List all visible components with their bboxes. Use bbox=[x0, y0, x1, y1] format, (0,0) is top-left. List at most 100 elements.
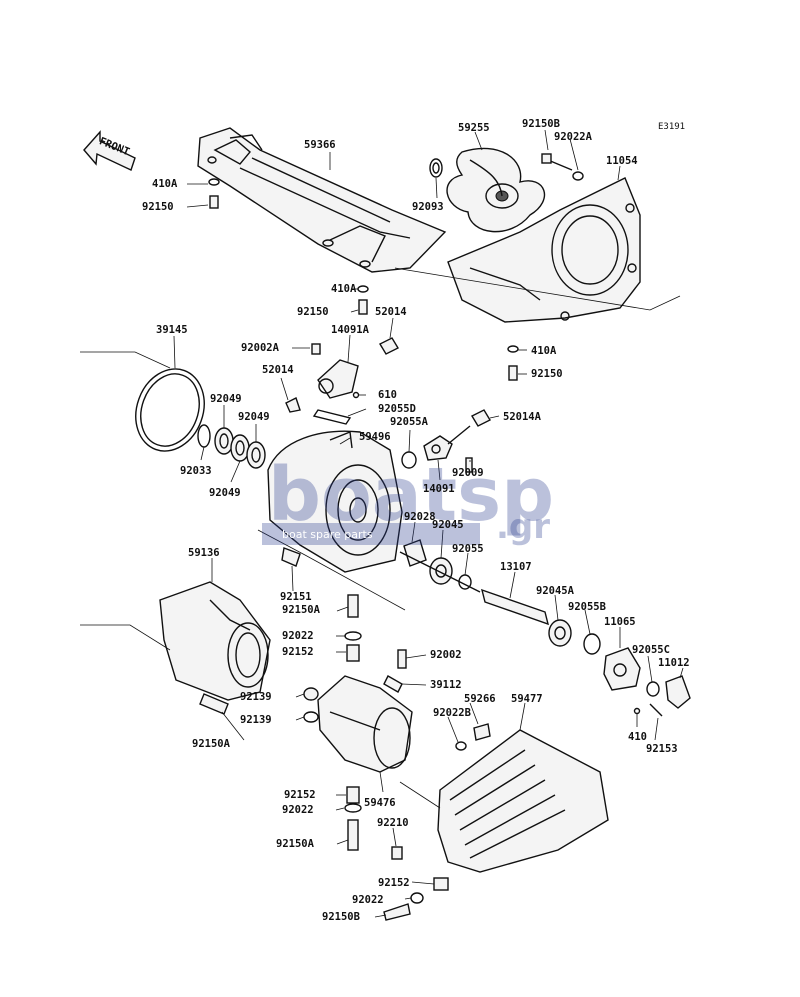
part-label-92152: 92152 bbox=[284, 789, 316, 801]
part-label-92028: 92028 bbox=[404, 511, 436, 523]
part-label-410a: 410A bbox=[331, 283, 357, 295]
part-label-59476: 59476 bbox=[364, 797, 396, 809]
bushing-92139-b bbox=[303, 711, 319, 723]
washer-92022-low bbox=[410, 892, 424, 904]
grease-nipple-52014A bbox=[471, 409, 491, 427]
pump-housing-11054 bbox=[447, 177, 641, 323]
parts-artwork bbox=[80, 127, 691, 921]
collar-92152-low bbox=[433, 877, 449, 891]
bolt-92002 bbox=[397, 649, 407, 669]
bushing-92139-a bbox=[303, 687, 319, 701]
part-label-11012: 11012 bbox=[658, 657, 690, 669]
washer-92022A bbox=[572, 171, 584, 181]
part-label-92033: 92033 bbox=[180, 465, 212, 477]
watermark-sub-text: boat spare parts bbox=[282, 528, 373, 541]
part-label-11054: 11054 bbox=[606, 155, 638, 167]
part-label-410a: 410A bbox=[152, 178, 178, 190]
part-label-92150: 92150 bbox=[531, 368, 563, 380]
part-label-39145: 39145 bbox=[156, 324, 188, 336]
part-label-92049: 92049 bbox=[209, 487, 241, 499]
part-label-59255: 59255 bbox=[458, 122, 490, 134]
steering-nozzle-59476 bbox=[317, 675, 413, 773]
bolt-92150A-bottom bbox=[347, 819, 359, 851]
part-label-14091a: 14091A bbox=[331, 324, 370, 336]
o-ring-610 bbox=[352, 391, 360, 399]
nozzle-59136 bbox=[159, 581, 271, 701]
part-label-92150b: 92150B bbox=[322, 911, 360, 923]
bracket-59266 bbox=[473, 723, 491, 741]
bearing-92045 bbox=[429, 557, 453, 585]
cap-11012 bbox=[665, 675, 691, 709]
leader-lines bbox=[173, 129, 684, 918]
bolt-92150-left bbox=[209, 195, 219, 209]
bolt-92150A-top bbox=[347, 594, 359, 618]
part-label-59477: 59477 bbox=[511, 693, 543, 705]
part-label-92150a: 92150A bbox=[192, 738, 231, 750]
reverse-bucket-59477 bbox=[437, 729, 609, 873]
washer-410A-left bbox=[208, 178, 220, 186]
part-label-92022: 92022 bbox=[282, 630, 314, 642]
part-label-92210: 92210 bbox=[377, 817, 409, 829]
shaft-13107 bbox=[399, 551, 549, 626]
part-label-14091: 14091 bbox=[423, 483, 455, 495]
part-label-92002: 92002 bbox=[430, 649, 462, 661]
pump-base-plate-59366 bbox=[197, 127, 447, 273]
wear-ring-92093 bbox=[429, 158, 443, 178]
fitting-14091 bbox=[423, 425, 471, 461]
washer-410A-right bbox=[507, 345, 519, 353]
part-label-92150b: 92150B bbox=[522, 118, 560, 130]
watermark-suffix-text: .gr bbox=[496, 507, 550, 547]
part-label-92139: 92139 bbox=[240, 691, 272, 703]
cap-11065 bbox=[603, 647, 641, 691]
seal-92033 bbox=[197, 424, 211, 448]
part-label-59266: 59266 bbox=[464, 693, 496, 705]
part-label-610: 610 bbox=[378, 389, 397, 401]
part-label-92045: 92045 bbox=[432, 519, 464, 531]
bearing-92049-c bbox=[246, 441, 266, 469]
washer-92022-mid bbox=[344, 803, 362, 813]
washer-92022-top bbox=[344, 631, 362, 641]
bolt-92151 bbox=[281, 547, 301, 567]
screw-92153 bbox=[649, 703, 663, 717]
part-label-52014: 52014 bbox=[375, 306, 407, 318]
part-label-92139: 92139 bbox=[240, 714, 272, 726]
part-label-52014: 52014 bbox=[262, 364, 294, 376]
part-label-92150: 92150 bbox=[297, 306, 329, 318]
part-label-92022: 92022 bbox=[352, 894, 384, 906]
o-ring-92055B bbox=[583, 633, 601, 655]
part-label-92055d: 92055D bbox=[378, 403, 416, 415]
impeller-59255 bbox=[446, 147, 546, 233]
part-label-92045a: 92045A bbox=[536, 585, 575, 597]
assembly-lines bbox=[80, 267, 681, 809]
o-ring-92055C bbox=[646, 681, 660, 697]
part-label-59496: 59496 bbox=[359, 431, 391, 443]
part-label-92055c: 92055C bbox=[632, 644, 670, 656]
o-ring-410 bbox=[633, 707, 641, 715]
collar-92028 bbox=[403, 539, 427, 567]
part-label-92022b: 92022B bbox=[433, 707, 471, 719]
part-label-92152: 92152 bbox=[282, 646, 314, 658]
part-label-52014a: 52014A bbox=[503, 411, 542, 423]
washer-92022B bbox=[455, 741, 467, 751]
part-label-92055b: 92055B bbox=[568, 601, 606, 613]
part-label-410a: 410A bbox=[531, 345, 557, 357]
bolt-92150-mid bbox=[358, 299, 368, 315]
bearing-92049-a bbox=[214, 427, 234, 455]
part-label-39112: 39112 bbox=[430, 679, 462, 691]
part-label-92049: 92049 bbox=[238, 411, 270, 423]
bolt-92150B bbox=[541, 153, 573, 171]
collar-92152-top bbox=[346, 644, 360, 662]
bolt-92210 bbox=[391, 846, 403, 860]
front-arrow-icon bbox=[83, 130, 136, 171]
pump-case-59496 bbox=[267, 430, 403, 573]
bearing-92049-b bbox=[230, 434, 250, 462]
washer-410A-mid bbox=[357, 285, 369, 293]
part-label-410: 410 bbox=[628, 731, 647, 743]
part-label-92150: 92150 bbox=[142, 201, 174, 213]
part-label-92150a: 92150A bbox=[282, 604, 321, 616]
grease-nipple-52014-top bbox=[379, 337, 399, 355]
part-label-92055: 92055 bbox=[452, 543, 484, 555]
part-label-92009: 92009 bbox=[452, 467, 484, 479]
